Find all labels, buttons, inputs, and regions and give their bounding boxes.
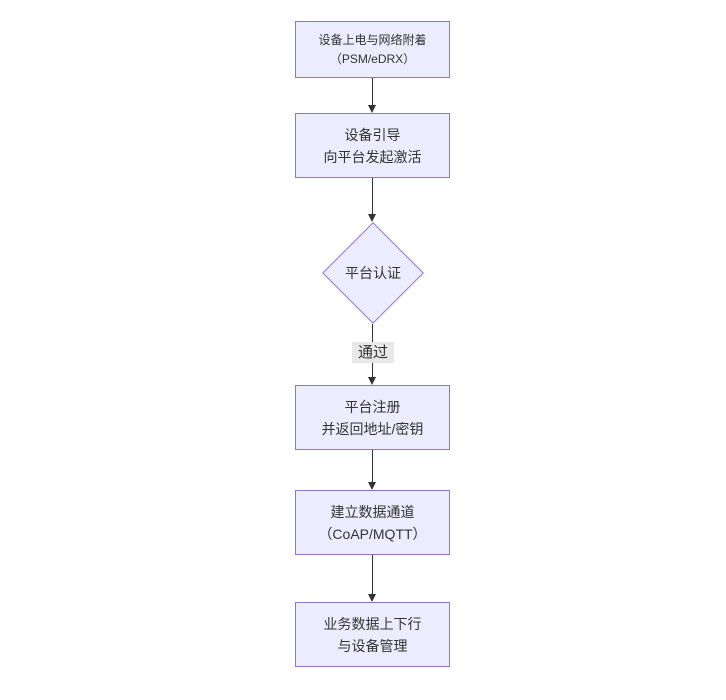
node-label-line: （CoAP/MQTT） <box>318 525 427 542</box>
node-label-line: 设备上电与网络附着 <box>318 32 427 47</box>
edge-label-pass: 通过 <box>352 342 394 363</box>
node-label-line: 并返回地址/密钥 <box>321 420 424 437</box>
node-label-line: 建立数据通道 <box>330 503 415 520</box>
node-label-line: 平台认证 <box>345 265 401 281</box>
edge-line <box>372 450 373 483</box>
node-business: 业务数据上下行 与设备管理 <box>295 602 450 667</box>
node-label-line: 设备引导 <box>344 126 401 143</box>
node-label-line: 向平台发起激活 <box>323 148 422 165</box>
node-label-line: 业务数据上下行 <box>323 615 422 632</box>
arrowhead-icon <box>368 377 376 385</box>
node-label-line: 平台注册 <box>344 398 401 415</box>
arrowhead-icon <box>368 594 376 602</box>
edge-line <box>372 178 373 215</box>
node-label-line: （PSM/eDRX） <box>329 51 416 66</box>
edge-line <box>372 78 373 107</box>
arrowhead-icon <box>368 105 376 113</box>
node-data-channel: 建立数据通道 （CoAP/MQTT） <box>295 490 450 555</box>
node-register: 平台注册 并返回地址/密钥 <box>295 385 450 450</box>
arrowhead-icon <box>368 482 376 490</box>
node-label-line: 与设备管理 <box>337 637 408 654</box>
node-power-attach: 设备上电与网络附着 （PSM/eDRX） <box>295 21 450 78</box>
node-bootstrap: 设备引导 向平台发起激活 <box>295 113 450 178</box>
edge-line <box>372 555 373 595</box>
arrowhead-icon <box>368 214 376 222</box>
